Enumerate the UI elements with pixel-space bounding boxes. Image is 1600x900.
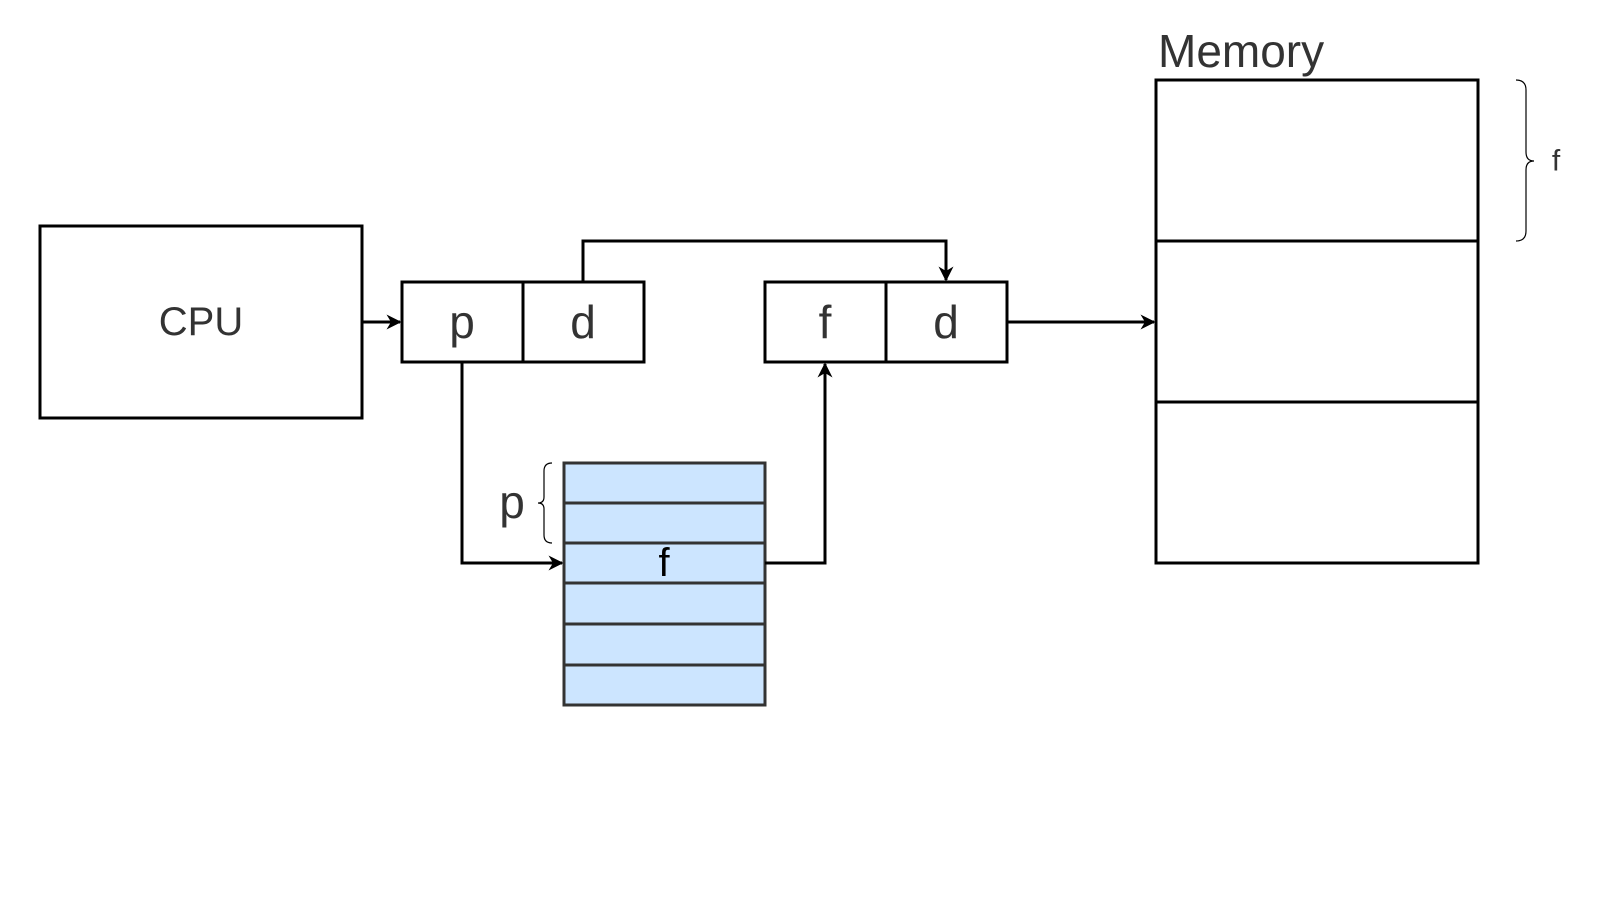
frame-size-brace: f [1515, 79, 1561, 242]
logical-offset-label: d [570, 296, 596, 348]
page-to-table-arrow [460, 362, 564, 571]
page-table: f [562, 461, 767, 707]
page-index-brace: p [499, 462, 553, 544]
physical-frame-label: f [819, 296, 832, 348]
memory: Memory [1154, 25, 1480, 565]
memory-frame [1154, 239, 1480, 404]
physical-address: f d [763, 280, 1009, 364]
page-table-row [562, 461, 767, 505]
logical-page-cell [400, 280, 525, 364]
page-table-row [562, 501, 767, 545]
memory-frame [1154, 400, 1480, 565]
table-to-frame-arrow [765, 362, 833, 565]
physical-offset-cell [884, 280, 1009, 364]
frame-size-label: f [1552, 145, 1561, 178]
page-table-row [562, 622, 767, 667]
page-table-cell-label: f [658, 541, 670, 585]
cpu-label: CPU [159, 300, 243, 344]
logical-address: p d [400, 280, 646, 364]
physical-offset-label: d [933, 296, 959, 348]
page-table-row [562, 581, 767, 626]
cpu-box: CPU [38, 224, 364, 420]
page-index-label: p [499, 476, 525, 528]
memory-title: Memory [1158, 25, 1324, 77]
memory-frame [1154, 78, 1480, 243]
page-table-row [562, 663, 767, 707]
offset-copy-arrow [581, 239, 954, 282]
logical-page-label: p [449, 296, 475, 348]
